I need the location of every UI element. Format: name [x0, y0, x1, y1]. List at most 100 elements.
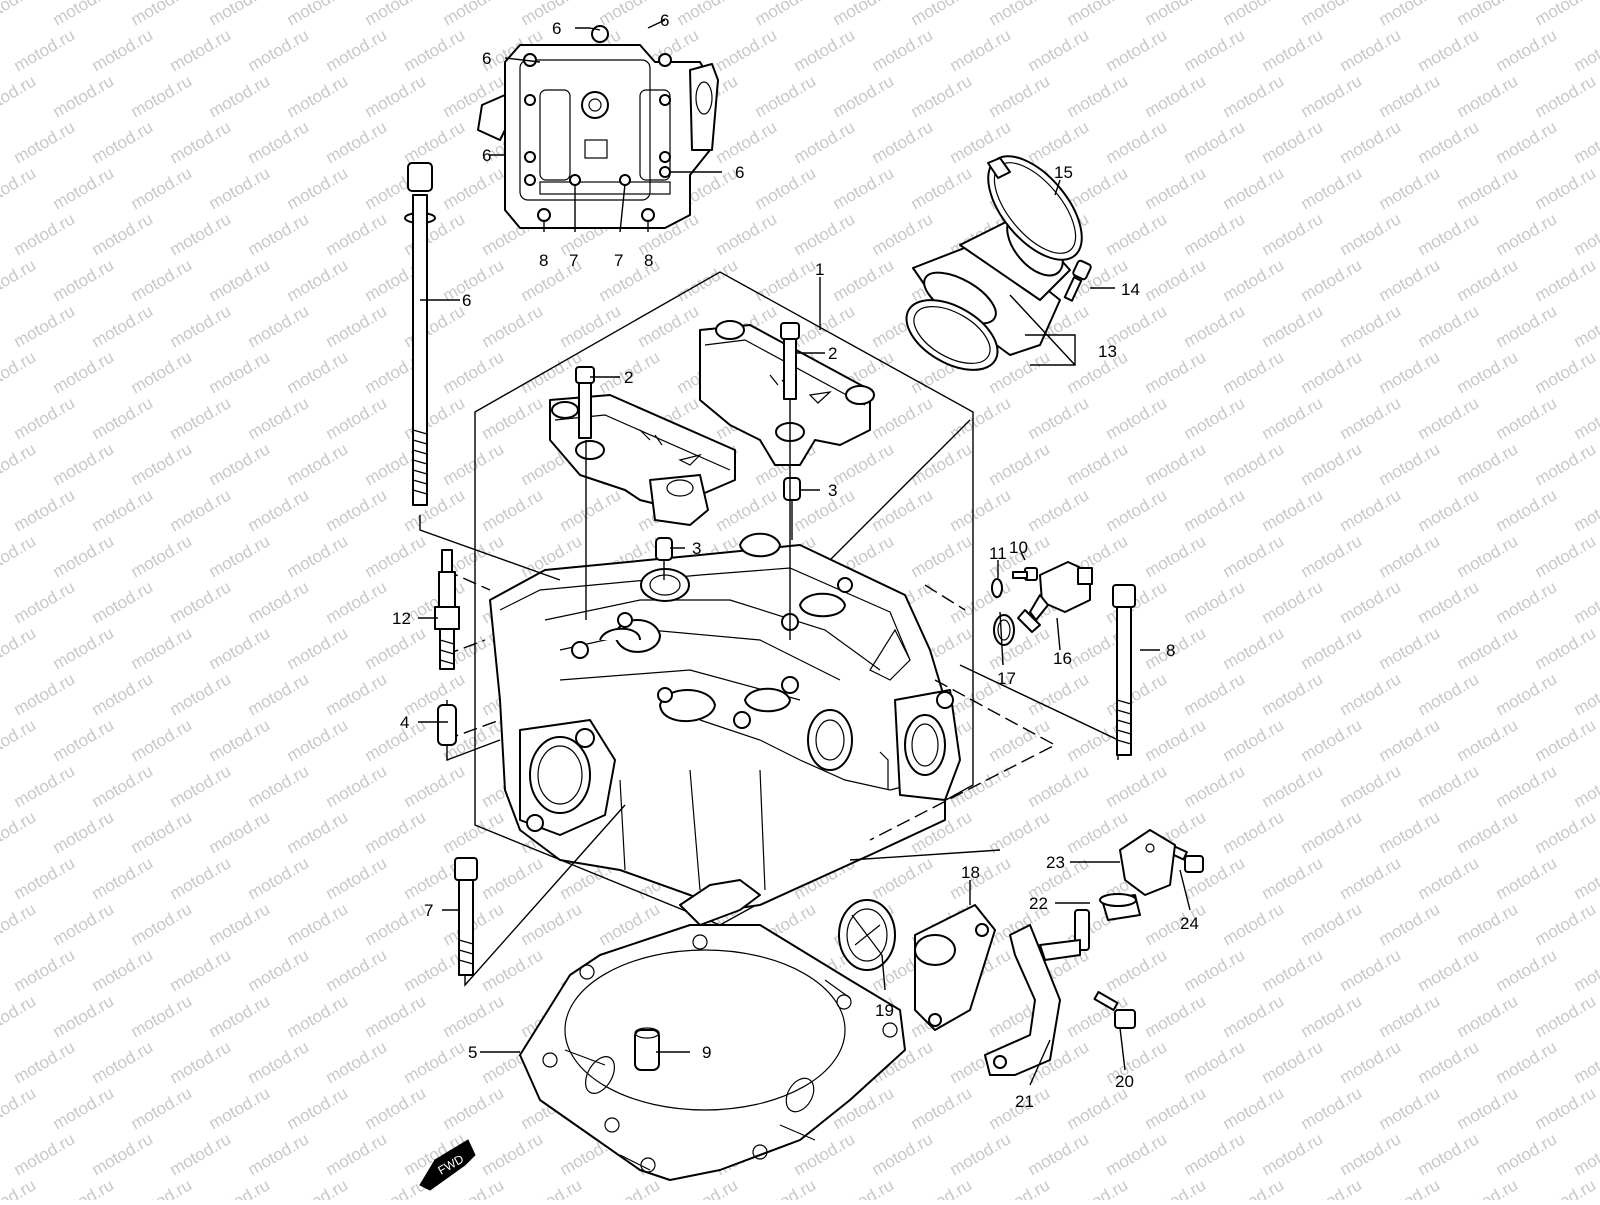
watermark-text: motod.ru [1025, 393, 1093, 443]
watermark-text: motod.ru [1025, 761, 1093, 811]
watermark-text: motod.ru [0, 347, 39, 397]
watermark-text: motod.ru [518, 1175, 586, 1200]
watermark-text: motod.ru [206, 0, 274, 29]
watermark-text: motod.ru [245, 25, 313, 75]
watermark-text: motod.ru [1571, 1129, 1600, 1179]
watermark-text: motod.ru [908, 1083, 976, 1133]
watermark-text: motod.ru [1298, 0, 1366, 29]
callout-7-left: 7 [569, 251, 578, 270]
watermark-text: motod.ru [362, 715, 430, 765]
watermark-text: motod.ru [50, 1175, 118, 1200]
watermark-text: motod.ru [1337, 25, 1405, 75]
watermark-text: motod.ru [908, 531, 976, 581]
watermark-text: motod.ru [1103, 485, 1171, 535]
callout-14: 14 [1121, 280, 1140, 299]
callout-8-left: 8 [539, 251, 548, 270]
watermark-text: motod.ru [1064, 439, 1132, 489]
watermark-text: motod.ru [479, 485, 547, 535]
watermark-text: motod.ru [1376, 531, 1444, 581]
grommet-22 [1100, 894, 1140, 920]
watermark-text: motod.ru [1181, 209, 1249, 259]
watermark-text: motod.ru [1454, 531, 1522, 581]
bolt-10 [1013, 568, 1037, 580]
watermark-text: motod.ru [1493, 117, 1561, 167]
watermark-text: motod.ru [986, 1175, 1054, 1200]
watermark-text: motod.ru [1493, 1129, 1561, 1179]
watermark-text: motod.ru [1415, 669, 1483, 719]
watermark-text: motod.ru [167, 669, 235, 719]
watermark-text: motod.ru [206, 623, 274, 673]
watermark-text: motod.ru [245, 209, 313, 259]
watermark-text: motod.ru [674, 0, 742, 29]
watermark-text: motod.ru [50, 623, 118, 673]
watermark-text: motod.ru [1415, 945, 1483, 995]
watermark-text: motod.ru [323, 761, 391, 811]
watermark-text: motod.ru [245, 301, 313, 351]
cylinder-head-top-view [478, 26, 718, 228]
watermark-text: motod.ru [206, 255, 274, 305]
watermark-text: motod.ru [245, 485, 313, 535]
watermark-text: motod.ru [167, 485, 235, 535]
watermark-text: motod.ru [323, 209, 391, 259]
callout-13: 13 [1098, 342, 1117, 361]
watermark-text: motod.ru [0, 899, 39, 949]
watermark-text: motod.ru [1025, 1129, 1093, 1179]
watermark-text: motod.ru [206, 1175, 274, 1200]
callout-7-bolt: 7 [424, 901, 433, 920]
watermark-text: motod.ru [11, 945, 79, 995]
watermark-text: motod.ru [89, 25, 157, 75]
watermark-text: motod.ru [401, 945, 469, 995]
watermark-text: motod.ru [1415, 117, 1483, 167]
watermark-text: motod.ru [323, 301, 391, 351]
watermark-text: motod.ru [0, 163, 39, 213]
watermark-text: motod.ru [1103, 393, 1171, 443]
watermark-text: motod.ru [1415, 485, 1483, 535]
watermark-text: motod.ru [362, 899, 430, 949]
watermark-text: motod.ru [284, 255, 352, 305]
watermark-text: motod.ru [1298, 715, 1366, 765]
watermark-text: motod.ru [1415, 577, 1483, 627]
callout-6-top-center: 6 [552, 19, 561, 38]
callout-19: 19 [875, 1001, 894, 1020]
watermark-text: motod.ru [869, 1129, 937, 1179]
watermark-text: motod.ru [1571, 853, 1600, 903]
watermark-text: motod.ru [1532, 899, 1600, 949]
watermark-text: motod.ru [1298, 347, 1366, 397]
watermark-text: motod.ru [11, 485, 79, 535]
watermark-text: motod.ru [362, 1083, 430, 1133]
watermark-text: motod.ru [674, 1175, 742, 1200]
callout-8-right: 8 [644, 251, 653, 270]
watermark-text: motod.ru [1181, 301, 1249, 351]
watermark-text: motod.ru [1259, 577, 1327, 627]
watermark-text: motod.ru [1298, 623, 1366, 673]
watermark-text: motod.ru [1142, 531, 1210, 581]
watermark-text: motod.ru [206, 991, 274, 1041]
watermark-text: motod.ru [1376, 1175, 1444, 1200]
watermark-text: motod.ru [89, 945, 157, 995]
watermark-text: motod.ru [479, 1129, 547, 1179]
watermark-text: motod.ru [1493, 853, 1561, 903]
watermark-text: motod.ru [791, 117, 859, 167]
callout-11: 11 [989, 544, 1007, 563]
watermark-text: motod.ru [1532, 71, 1600, 121]
watermark-text: motod.ru [752, 0, 820, 29]
watermark-text: motod.ru [1532, 0, 1600, 29]
watermark-text: motod.ru [1025, 117, 1093, 167]
watermark-text: motod.ru [1259, 1037, 1327, 1087]
watermark-text: motod.ru [89, 853, 157, 903]
callout-4: 4 [400, 713, 409, 732]
watermark-text: motod.ru [50, 71, 118, 121]
watermark-text: motod.ru [1376, 715, 1444, 765]
watermark-text: motod.ru [284, 715, 352, 765]
watermark-text: motod.ru [440, 807, 508, 857]
watermark-text: motod.ru [50, 163, 118, 213]
watermark-text: motod.ru [128, 623, 196, 673]
watermark-text: motod.ru [128, 531, 196, 581]
watermark-text: motod.ru [1298, 807, 1366, 857]
watermark-text: motod.ru [401, 1037, 469, 1087]
watermark-text: motod.ru [206, 899, 274, 949]
watermark-text: motod.ru [128, 71, 196, 121]
watermark-text: motod.ru [440, 1175, 508, 1200]
watermark-text: motod.ru [1493, 945, 1561, 995]
watermark-text: motod.ru [830, 439, 898, 489]
